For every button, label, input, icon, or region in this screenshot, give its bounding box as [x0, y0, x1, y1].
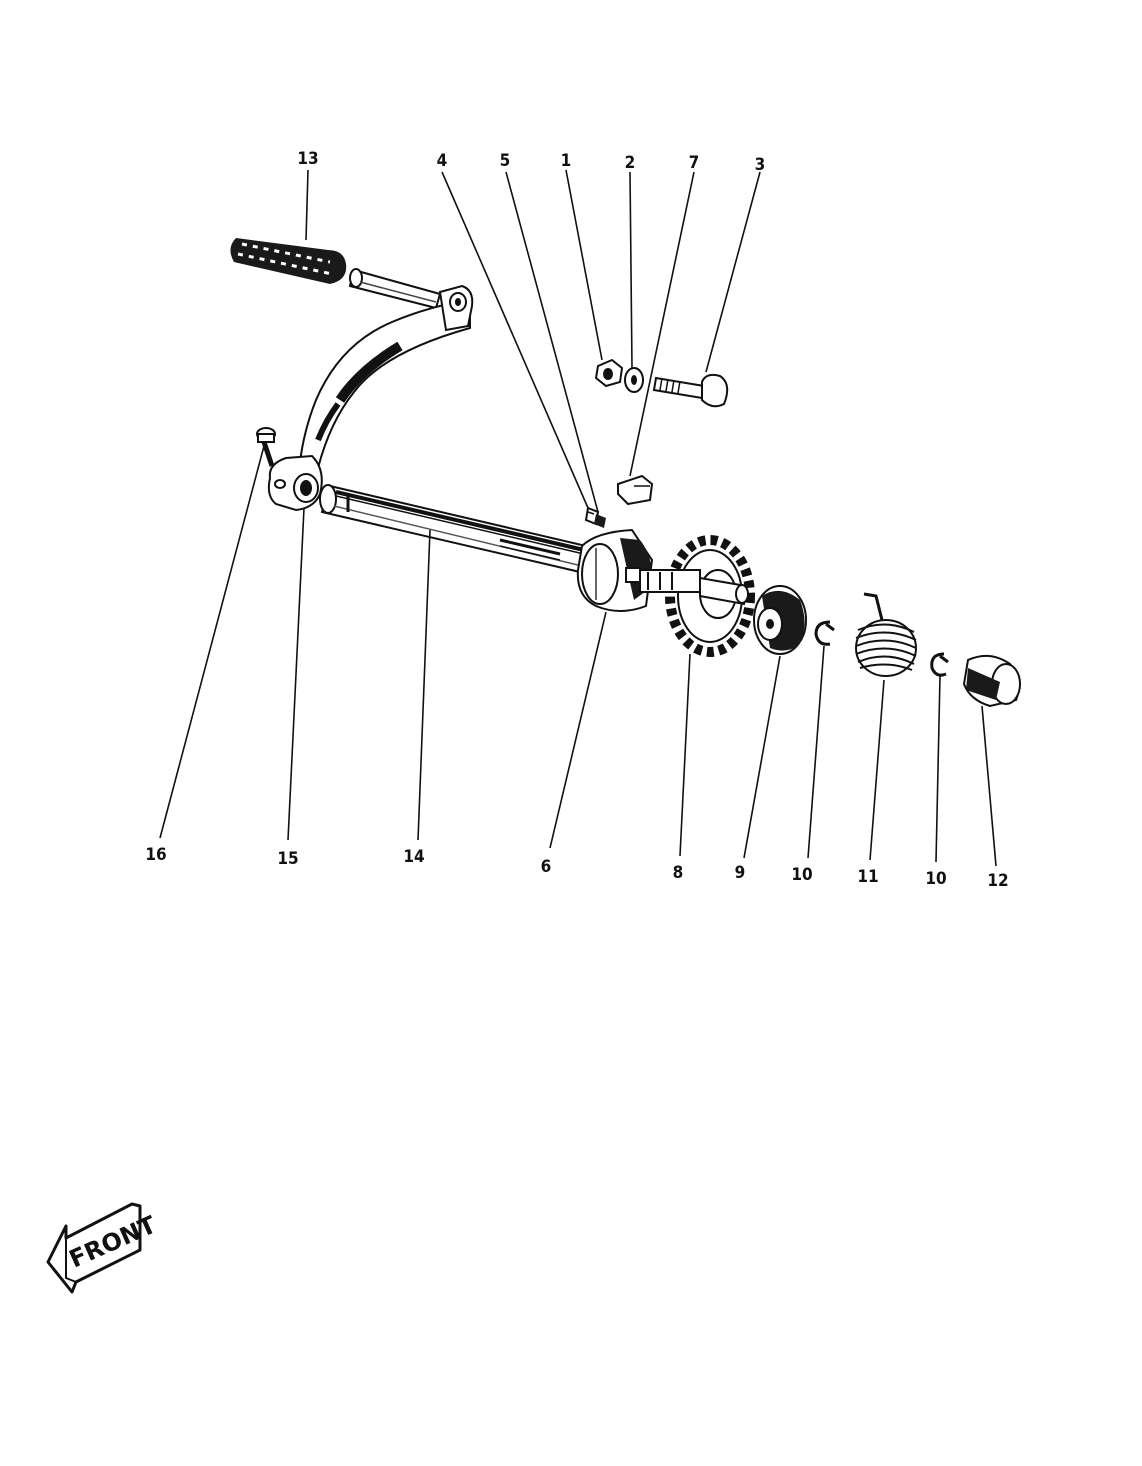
leader-8 — [679, 653, 691, 857]
callout-10a: 10 — [791, 865, 812, 885]
bolt — [652, 373, 729, 408]
kick-gear — [639, 535, 755, 657]
leader-5 — [505, 171, 599, 513]
washer — [624, 367, 644, 393]
pedal-pin — [348, 268, 442, 310]
circlip-2 — [930, 652, 949, 677]
callout-14: 14 — [403, 847, 424, 867]
leader-4 — [441, 171, 589, 509]
spring-holder — [753, 585, 807, 655]
leader-10b — [935, 675, 941, 863]
callout-7: 7 — [689, 153, 700, 173]
key — [617, 474, 654, 506]
callout-6: 6 — [541, 857, 552, 877]
callout-11: 11 — [857, 867, 878, 887]
clamp-bolt — [256, 427, 276, 467]
callout-9: 9 — [735, 863, 746, 883]
circlip-1 — [814, 620, 835, 646]
leader-10a — [807, 645, 825, 859]
spring-guide — [962, 654, 1021, 708]
kick-pedal-rubber — [230, 238, 347, 284]
leader-12 — [981, 705, 997, 867]
kick-spring — [855, 592, 917, 677]
callout-5: 5 — [500, 151, 511, 171]
callout-12: 12 — [987, 871, 1008, 891]
callout-4: 4 — [437, 151, 448, 171]
leader-2 — [629, 171, 633, 369]
leader-11 — [869, 679, 885, 861]
leader-3 — [705, 171, 761, 373]
leader-lines — [159, 169, 997, 867]
leader-14 — [417, 529, 431, 841]
leader-13 — [305, 169, 309, 241]
kick-shaft — [319, 484, 588, 574]
front-arrow: FRONT — [46, 1202, 161, 1294]
kick-ratchet — [576, 528, 654, 612]
leader-15 — [287, 507, 305, 841]
callout-3: 3 — [755, 155, 766, 175]
kick-arm — [267, 284, 474, 512]
callout-1: 1 — [561, 151, 572, 171]
leader-1 — [565, 169, 603, 361]
leader-9 — [743, 655, 781, 859]
callout-labels: 13 4 5 1 2 7 3 16 15 14 6 8 9 10 11 10 1… — [145, 149, 1008, 891]
spring-pin — [594, 514, 606, 528]
callout-13: 13 — [297, 149, 318, 169]
leader-6 — [549, 611, 607, 849]
nut — [594, 358, 624, 388]
callout-10b: 10 — [925, 869, 946, 889]
leader-7 — [629, 171, 695, 477]
callout-16: 16 — [145, 845, 166, 865]
callout-8: 8 — [673, 863, 684, 883]
leader-16 — [159, 445, 265, 839]
callout-2: 2 — [625, 153, 636, 173]
callout-15: 15 — [277, 849, 298, 869]
